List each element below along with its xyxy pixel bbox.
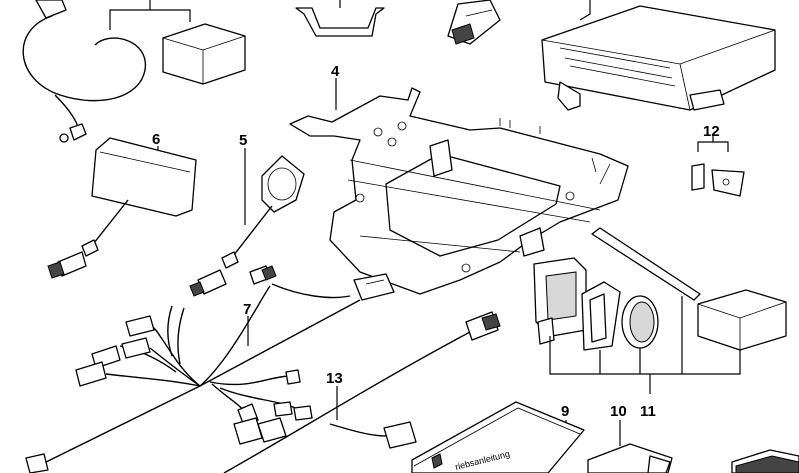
small-box-top-left <box>162 23 246 85</box>
owners-manual-part-9: riebsanleitung <box>411 401 585 473</box>
callout-4: 4 <box>331 63 340 80</box>
control-module <box>541 0 776 111</box>
module-part-10 <box>587 420 673 473</box>
callout-12: 12 <box>703 123 720 140</box>
round-grill <box>621 295 659 349</box>
callout-11: 11 <box>640 403 656 420</box>
connector-top <box>447 0 501 45</box>
callout-13: 13 <box>326 370 343 387</box>
speaker-housing <box>533 257 587 345</box>
cable-part-13 <box>223 311 501 473</box>
wiring-harness-part-7 <box>25 265 395 473</box>
clips-part-12 <box>691 136 745 197</box>
callout-bracket-11 <box>549 296 741 394</box>
callout-6: 6 <box>152 131 160 148</box>
frame-part <box>581 281 621 351</box>
callout-10: 10 <box>610 403 627 420</box>
small-box-right <box>697 289 787 351</box>
cable-tie <box>591 227 701 301</box>
callout-5: 5 <box>239 132 247 149</box>
pad-part-6 <box>47 137 197 279</box>
box-bottom-right <box>731 449 799 473</box>
mounting-bracket <box>289 78 629 295</box>
antenna-assembly <box>22 0 146 143</box>
callout-7: 7 <box>243 301 251 318</box>
small-bracket-top <box>295 0 385 37</box>
callout-9: 9 <box>561 403 569 420</box>
callout-bracket-top-left <box>109 0 191 30</box>
microphone-part-5 <box>189 148 305 297</box>
